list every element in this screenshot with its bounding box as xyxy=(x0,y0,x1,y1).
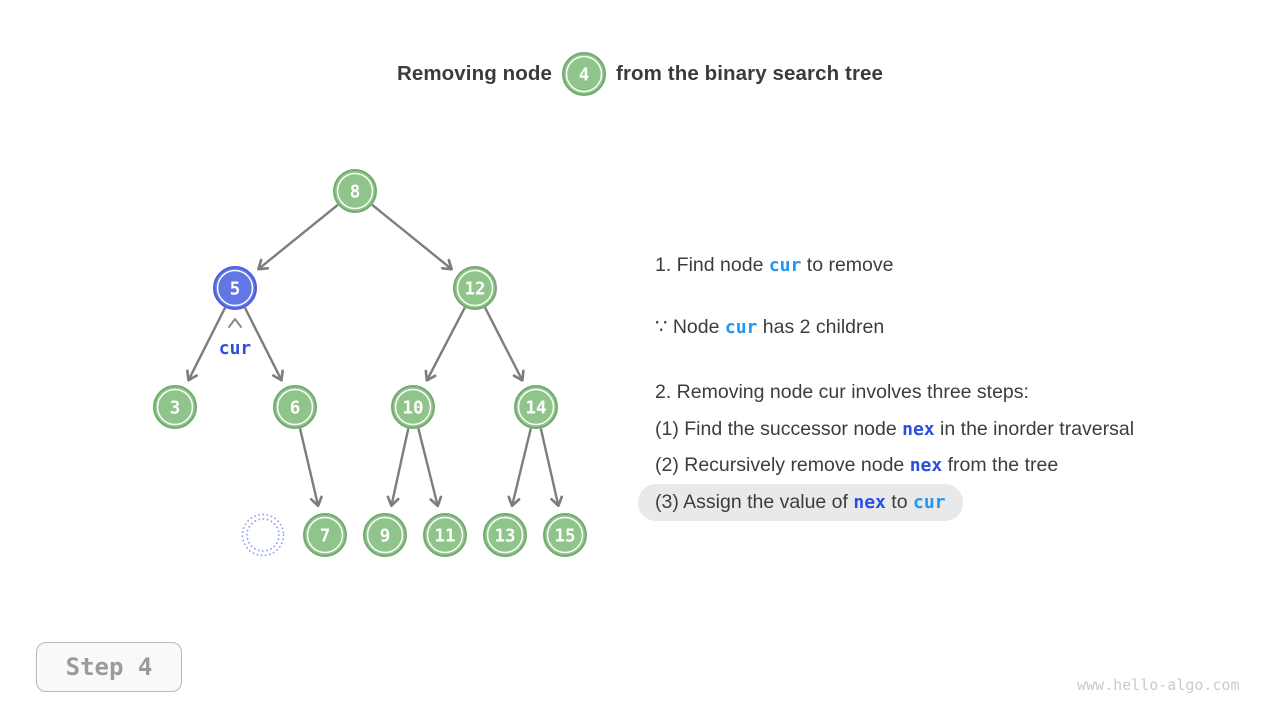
note-line-2: ∵ Node cur has 2 children xyxy=(655,313,884,342)
binary-search-tree-diagram: 8 5 12 3 6 10 14 7 9 11 13 15 cur xyxy=(153,169,587,557)
note-text: to xyxy=(885,491,913,513)
svg-text:8: 8 xyxy=(350,183,361,203)
tree-node-8: 8 xyxy=(333,169,377,213)
note-text: in the inorder traversal xyxy=(934,418,1135,440)
tree-edge-12-10 xyxy=(424,306,466,382)
tree-node-7: 7 xyxy=(303,513,347,557)
title-node-value: 4 xyxy=(579,66,590,86)
svg-text:6: 6 xyxy=(290,399,301,419)
note-text: has 2 children xyxy=(757,316,885,338)
tree-edge-12-14 xyxy=(483,307,525,382)
note-text: ∵ Node xyxy=(655,316,725,338)
cur-pointer-label: cur xyxy=(219,338,252,359)
code-token-cur: cur xyxy=(768,255,802,276)
svg-text:12: 12 xyxy=(464,280,485,300)
tree-node-9: 9 xyxy=(363,513,407,557)
tree-node-15: 15 xyxy=(543,513,587,557)
step-badge-label: Step 4 xyxy=(65,653,153,681)
tree-node-6: 6 xyxy=(273,385,317,429)
note-line-6: (3) Assign the value of nex to cur xyxy=(638,484,963,521)
tree-node-11: 11 xyxy=(423,513,467,557)
step-badge: Step 4 xyxy=(36,642,182,692)
note-text: (3) Assign the value of xyxy=(655,491,854,513)
code-token-cur: cur xyxy=(724,317,758,338)
page-title: Removing node 4 from the binary search t… xyxy=(0,50,1280,98)
note-line-5: (2) Recursively remove node nex from the… xyxy=(655,451,1058,480)
tree-edge-8-12 xyxy=(371,203,453,271)
title-suffix: from the binary search tree xyxy=(616,62,884,85)
svg-text:7: 7 xyxy=(320,527,331,547)
svg-text:13: 13 xyxy=(494,527,515,547)
svg-text:3: 3 xyxy=(170,399,181,419)
svg-text:10: 10 xyxy=(402,399,423,419)
code-token-nex: nex xyxy=(902,419,935,440)
notes-panel: 1. Find node cur to remove ∵ Node cur has… xyxy=(638,0,1255,720)
note-text: from the tree xyxy=(942,454,1059,476)
code-token-cur: cur xyxy=(913,492,946,513)
svg-text:11: 11 xyxy=(434,527,455,547)
note-text: (1) Find the successor node xyxy=(655,418,903,440)
removed-node-slot xyxy=(241,513,285,557)
note-line-1: 1. Find node cur to remove xyxy=(655,251,893,280)
title-prefix: Removing node xyxy=(396,62,553,85)
note-text: to remove xyxy=(801,254,894,276)
tree-edge-14-15 xyxy=(539,428,564,508)
svg-text:5: 5 xyxy=(230,280,241,300)
cur-pointer-icon xyxy=(228,318,242,328)
tree-node-5: 5 xyxy=(213,266,257,310)
tree-node-12: 12 xyxy=(453,266,497,310)
svg-text:9: 9 xyxy=(380,527,391,547)
tree-edge-10-9 xyxy=(386,428,410,508)
tree-edge-6-7 xyxy=(298,428,323,508)
tree-node-3: 3 xyxy=(153,385,197,429)
code-token-nex: nex xyxy=(853,492,886,513)
tree-edge-5-3 xyxy=(186,307,227,382)
note-text: 1. Find node xyxy=(655,254,769,276)
note-line-4: (1) Find the successor node nex in the i… xyxy=(655,415,1134,444)
tree-edge-14-13 xyxy=(507,428,532,508)
code-token-nex: nex xyxy=(909,455,943,476)
title-node-icon: 4 xyxy=(562,52,607,96)
tree-edge-10-11 xyxy=(417,428,443,508)
tree-node-14: 14 xyxy=(514,385,558,429)
tree-edge-8-5 xyxy=(257,203,339,271)
note-text: 2. Removing node cur involves three step… xyxy=(655,381,1029,403)
tree-node-10: 10 xyxy=(391,385,435,429)
svg-text:14: 14 xyxy=(525,399,546,419)
tree-node-13: 13 xyxy=(483,513,527,557)
watermark: www.hello-algo.com xyxy=(1077,676,1240,694)
note-line-3: 2. Removing node cur involves three step… xyxy=(655,378,1029,406)
tree-edge-5-6 xyxy=(243,307,284,382)
svg-text:15: 15 xyxy=(554,527,575,547)
note-text: (2) Recursively remove node xyxy=(655,454,910,476)
